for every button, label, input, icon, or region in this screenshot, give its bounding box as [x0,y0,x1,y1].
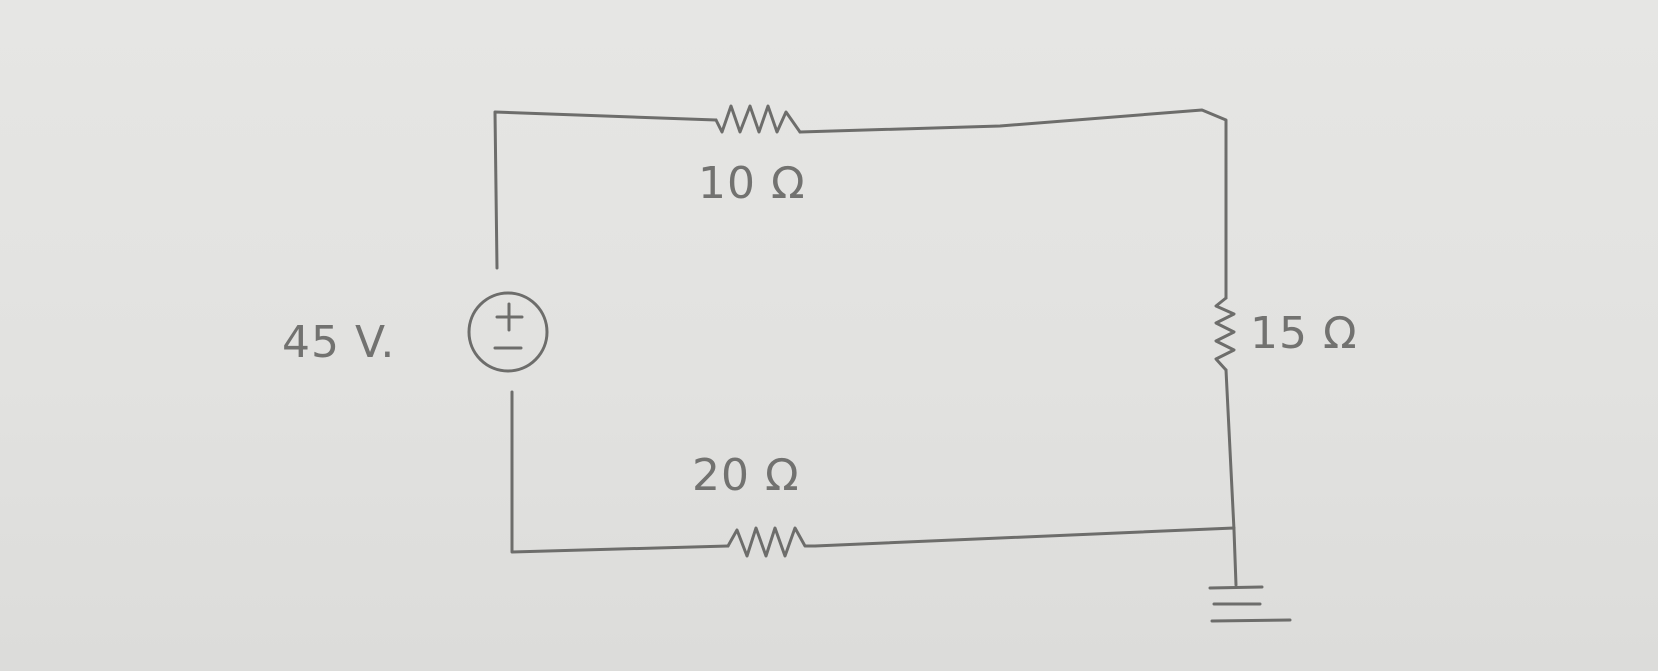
ground-icon [1208,585,1292,623]
resistor-right-label: 15 Ω [1250,308,1358,359]
plus-icon [495,302,524,332]
resistor-bottom [726,526,817,558]
voltage-source [467,291,549,373]
resistor-top-label: 10 Ω [698,158,806,209]
resistor-bottom-label: 20 Ω [692,450,800,501]
resistor-top [714,104,802,134]
wire-top-right [798,108,1228,300]
resistor-right [1214,296,1236,372]
source-label: 45 V. [282,317,395,368]
wire-right-lower [1224,368,1238,587]
wire-left-top [493,110,718,270]
wire-bottom-right [813,526,1236,548]
wire-bottom-left [510,390,730,554]
